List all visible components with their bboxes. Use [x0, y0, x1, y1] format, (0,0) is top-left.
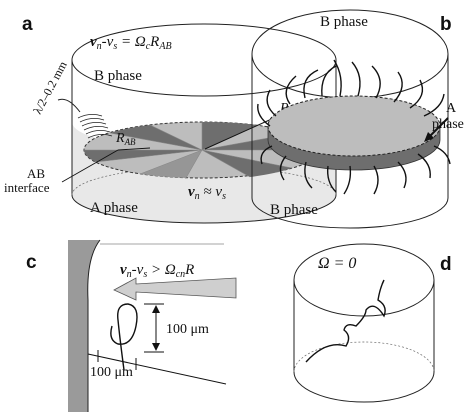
panel-c-letter: c [26, 252, 37, 273]
panel-b-letter: b [440, 14, 452, 35]
panel-d-letter: d [440, 254, 452, 275]
panel-b-a-phase-arrowhead [424, 132, 434, 142]
panel-d: d Ω = 0 [293, 243, 452, 403]
panel-b-a-phase-label-line1: A [446, 101, 457, 116]
panel-a-cylinder-bottom-back [71, 166, 337, 196]
panel-d-cylinder-top [293, 243, 435, 317]
panel-a-lambda-brace [57, 98, 81, 113]
panel-a-interface-label-line1: AB [27, 166, 45, 181]
panel-b-cylinder-bottom [251, 197, 449, 229]
panel-a-letter: a [22, 14, 33, 35]
panel-a-rab-pointer [117, 147, 151, 151]
panel-c-scale-vertical-label: 100 μm [166, 322, 209, 337]
panel-c-wall [68, 240, 100, 412]
panel-c-vortex-loop [110, 303, 138, 371]
panel-a-r-ab-label: RAB [115, 131, 136, 147]
panel-d-vortex-line [305, 279, 386, 363]
panel-b-b-phase-bottom: B phase [270, 202, 318, 218]
panel-c-scale-horizontal-label: 100 μm [90, 365, 133, 380]
panel-a-lambda-hatch [77, 114, 113, 139]
panel-d-cylinder-bottom-back [293, 341, 435, 373]
panel-a-cylinder-bottom [71, 194, 337, 224]
panel-b-vortex-lines [257, 59, 451, 195]
panel-c-equation: vn-vs > ΩcnR [120, 262, 194, 280]
panel-a-interface-label-line2: interface [4, 180, 50, 195]
panel-c-scale-horizontal-line [87, 353, 227, 385]
panel-b-a-phase-disk [267, 95, 441, 171]
panel-c-flow-arrow [113, 277, 237, 301]
panel-b-a-phase-label-line2: phase [432, 117, 464, 132]
panel-a-lambda-label: λ/2–0.2 mm [30, 58, 70, 116]
panel-c-wall-edge [87, 239, 101, 412]
panel-c-scale-vertical-arrow-up [152, 305, 160, 313]
panel-c: c vn-vs > ΩcnR 100 μm 100 μm [26, 239, 237, 412]
panel-b: b B phase A phase B phase [251, 9, 464, 229]
panel-d-cylinder-bottom [293, 371, 435, 403]
panel-a-equation-bottom: vn ≈ vs [188, 184, 226, 202]
panel-b-b-phase-top: B phase [320, 14, 368, 30]
panel-a-equation-top: vn-vs = ΩcRAB [90, 34, 172, 52]
panel-d-omega-label: Ω = 0 [318, 255, 356, 272]
panel-a-interface-pointer [61, 149, 119, 183]
panel-a-a-phase-label: A phase [90, 200, 138, 216]
panel-c-scale-vertical-arrow-down [152, 343, 160, 351]
panel-a-b-phase-label: B phase [94, 68, 142, 84]
